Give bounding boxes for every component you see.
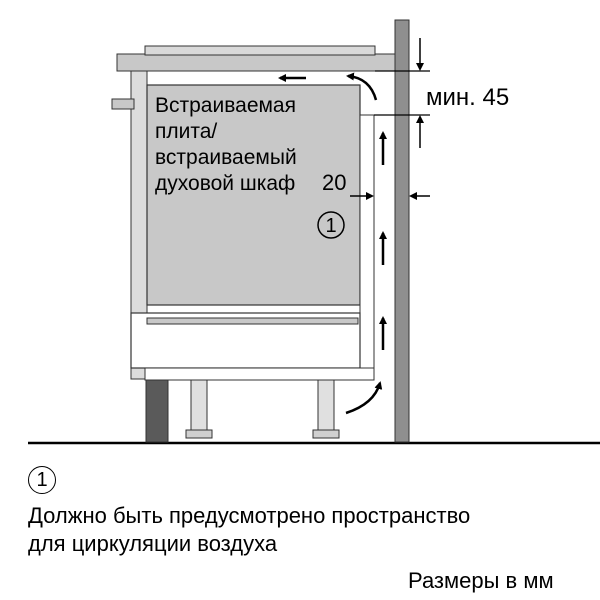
- leg-2: [317, 379, 335, 437]
- legend-marker: 1: [28, 466, 56, 494]
- leg-1: [190, 379, 208, 437]
- dim-label-min45: мин. 45: [426, 84, 509, 111]
- oven-body: [146, 84, 361, 306]
- leg-2-foot: [312, 429, 340, 439]
- legend-text-line-1: Должно быть предусмотрено пространство: [28, 503, 471, 528]
- installation-diagram: Встраиваемая плита/ встраиваемый духовой…: [28, 19, 600, 445]
- countertop: [116, 53, 396, 72]
- cabinet-base: [144, 367, 375, 381]
- cooktop-top-plate: [144, 45, 376, 56]
- drawer-bar: [146, 317, 359, 325]
- legend-text-line-2: для циркуляции воздуха: [28, 531, 278, 556]
- airflow-intake-arrow: [345, 381, 383, 415]
- leg-1-foot: [185, 429, 213, 439]
- appliance-label-line: Встраиваемая: [155, 94, 296, 117]
- knob-icon: [111, 98, 135, 110]
- marker-number: 1: [325, 215, 336, 237]
- cabinet-back-panel: [359, 114, 375, 378]
- marker-circle: [317, 211, 345, 239]
- left-plinth: [145, 379, 169, 443]
- appliance-label-line: плита/: [155, 120, 217, 143]
- appliance-label-line: встраиваемый: [155, 146, 297, 169]
- units-note: Размеры в мм: [408, 568, 554, 593]
- airflow-top-curve-arrow: [346, 72, 378, 101]
- dim-label-20: 20: [322, 170, 346, 195]
- appliance-label-line: духовой шкаф: [155, 172, 295, 195]
- wall: [394, 19, 410, 443]
- appliance-label: Встраиваемая плита/ встраиваемый духовой…: [155, 94, 303, 195]
